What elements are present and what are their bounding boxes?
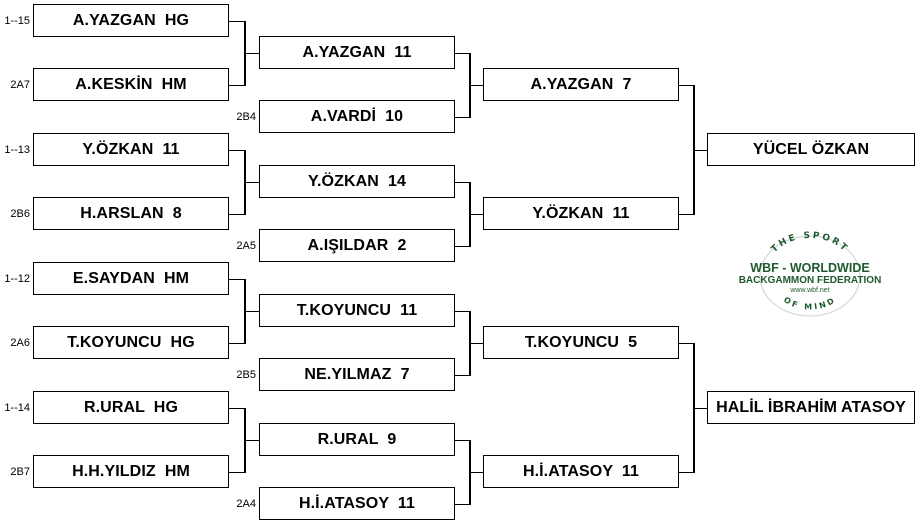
connector-line [469, 342, 483, 344]
seed-label: 2A6 [10, 337, 30, 349]
wbf-logo: THE SPORT OF MIND WBF - WORLDWIDE BACKGA… [739, 231, 882, 317]
connector-line [693, 149, 707, 151]
connector-line [455, 503, 469, 505]
logo-url: www.wbf.net [789, 287, 829, 294]
round2-entry: NE.YILMAZ 7 [259, 358, 455, 391]
round1-entry: H.ARSLAN 8 [33, 197, 229, 230]
connector-line [679, 342, 693, 344]
svg-text:OF MIND: OF MIND [782, 295, 838, 311]
round1-entry: R.URAL HG [33, 391, 229, 424]
seed-label: 1--12 [4, 273, 30, 285]
connector-line [229, 84, 244, 86]
connector-line [455, 52, 469, 54]
connector-line [455, 374, 469, 376]
round2-entry: R.URAL 9 [259, 423, 455, 456]
round2-entry: T.KOYUNCU 11 [259, 294, 455, 327]
logo-top-arc: THE SPORT [770, 231, 848, 255]
logo-line1: WBF - WORLDWIDE [750, 261, 869, 275]
connector-line [229, 213, 244, 215]
round4-entry: YÜCEL ÖZKAN [707, 133, 915, 166]
connector-line [679, 213, 693, 215]
connector-line [229, 278, 244, 280]
logo-bottom-arc: OF MIND [782, 295, 835, 311]
connector-line [469, 213, 483, 215]
seed-label: 2A7 [10, 79, 30, 91]
connector-line [469, 471, 483, 473]
seed-label: 2B7 [10, 466, 30, 478]
round3-entry: Y.ÖZKAN 11 [483, 197, 679, 230]
connector-line [455, 245, 469, 247]
round2-entry: A.VARDİ 10 [259, 100, 455, 133]
round2-entry: H.İ.ATASOY 11 [259, 487, 455, 520]
connector-line [455, 439, 469, 441]
round1-entry: E.SAYDAN HM [33, 262, 229, 295]
seed-label: 2B6 [10, 208, 30, 220]
connector-line [244, 310, 259, 312]
connector-line [455, 310, 469, 312]
connector-line [679, 471, 693, 473]
round1-entry: Y.ÖZKAN 11 [33, 133, 229, 166]
round1-entry: T.KOYUNCU HG [33, 326, 229, 359]
seed-label: 2A4 [236, 498, 256, 510]
connector-line [455, 116, 469, 118]
connector-line [693, 407, 707, 409]
seed-label: 2A5 [236, 240, 256, 252]
round1-entry: A.YAZGAN HG [33, 4, 229, 37]
connector-line [244, 181, 259, 183]
connector-line [229, 407, 244, 409]
round3-entry: H.İ.ATASOY 11 [483, 455, 679, 488]
connector-line [229, 342, 244, 344]
seed-label: 1--14 [4, 402, 30, 414]
seed-label: 2B4 [236, 111, 256, 123]
connector-line [244, 52, 259, 54]
connector-line [229, 471, 244, 473]
seed-label: 1--15 [4, 15, 30, 27]
svg-text:THE SPORT: THE SPORT [770, 231, 851, 255]
round2-entry: A.IŞILDAR 2 [259, 229, 455, 262]
logo-line2: BACKGAMMON FEDERATION [739, 275, 882, 286]
connector-line [679, 84, 693, 86]
round1-entry: H.H.YILDIZ HM [33, 455, 229, 488]
connector-line [455, 181, 469, 183]
round4-entry: HALİL İBRAHİM ATASOY [707, 391, 915, 424]
connector-line [469, 84, 483, 86]
connector-line [229, 20, 244, 22]
round2-entry: Y.ÖZKAN 14 [259, 165, 455, 198]
round3-entry: A.YAZGAN 7 [483, 68, 679, 101]
connector-line [229, 149, 244, 151]
seed-label: 2B5 [236, 369, 256, 381]
connector-line [244, 439, 259, 441]
seed-label: 1--13 [4, 144, 30, 156]
round3-entry: T.KOYUNCU 5 [483, 326, 679, 359]
round2-entry: A.YAZGAN 11 [259, 36, 455, 69]
round1-entry: A.KESKİN HM [33, 68, 229, 101]
